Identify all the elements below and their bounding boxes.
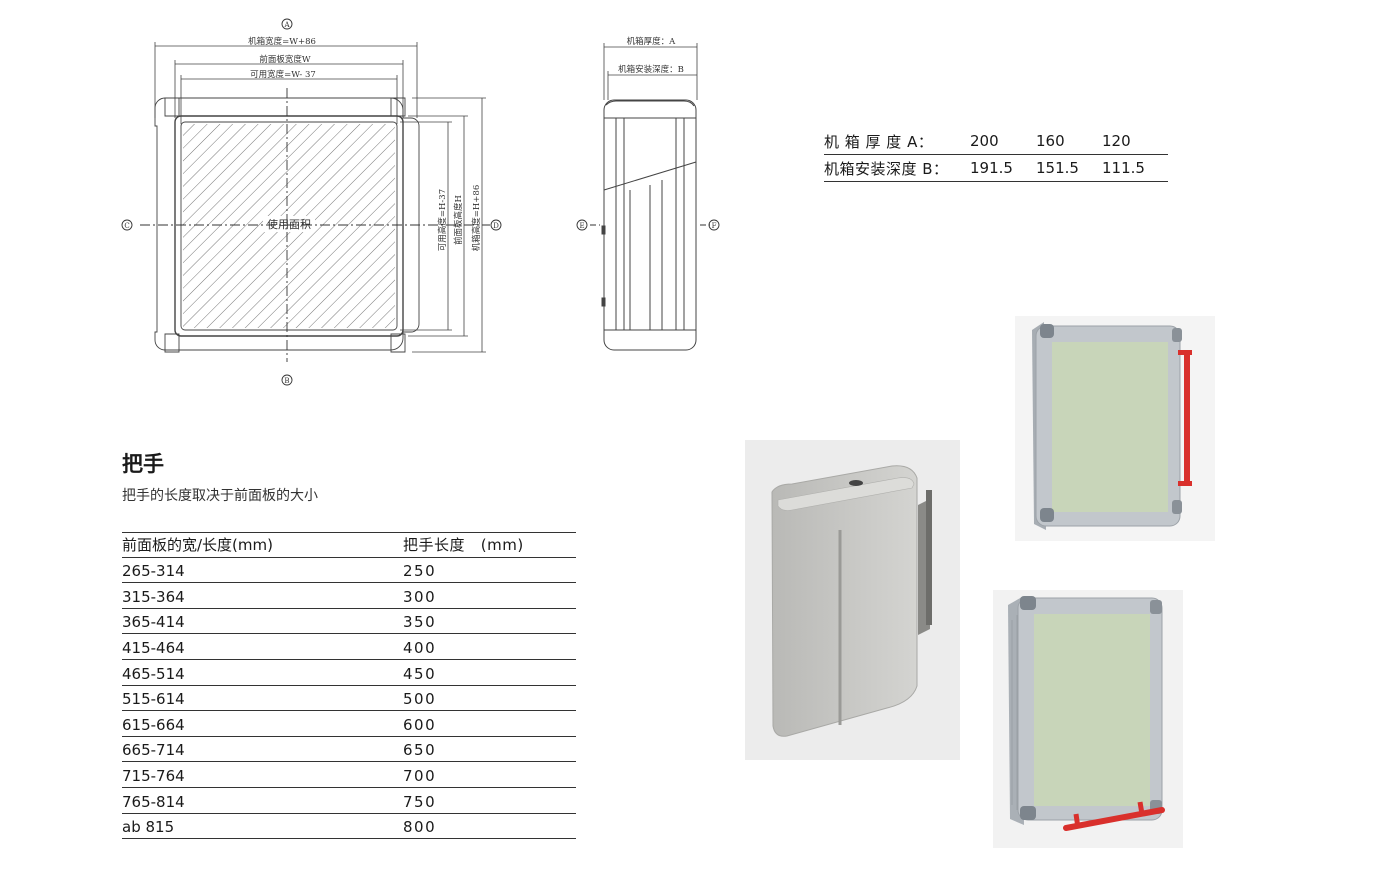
panel-size-cell: 715-764 bbox=[122, 766, 185, 785]
handle-length-cell: 650 bbox=[403, 741, 437, 760]
dim-usable-width: 可用宽度=W- 37 bbox=[250, 69, 316, 80]
table-row: 665-714 650 bbox=[122, 737, 576, 763]
depth-value: 111.5 bbox=[1102, 159, 1145, 177]
col-header-panel-size: 前面板的宽/长度(mm) bbox=[122, 535, 273, 554]
handle-subtitle: 把手的长度取决于前面板的大小 bbox=[122, 488, 318, 504]
table-row: ab 815 800 bbox=[122, 814, 576, 840]
table-row: 515-614 500 bbox=[122, 686, 576, 712]
depth-value: 191.5 bbox=[970, 159, 1013, 177]
table-header-row: 前面板的宽/长度(mm) 把手长度 (mm) bbox=[122, 532, 576, 558]
dim-case-height: 机箱高度=H+86 bbox=[471, 185, 482, 251]
dim-case-width: 机箱宽度=W+86 bbox=[248, 36, 316, 47]
table-row: 315-364 300 bbox=[122, 583, 576, 609]
dim-front-width: 前面板宽度W bbox=[259, 54, 311, 65]
marker-b: B bbox=[284, 377, 289, 385]
marker-e: E bbox=[579, 222, 584, 230]
depth-row: 机箱安装深度 B： 191.5 151.5 111.5 bbox=[824, 155, 1168, 182]
thickness-value: 160 bbox=[1036, 132, 1065, 150]
depth-label: 机箱安装深度 B： bbox=[824, 159, 949, 178]
handle-length-cell: 400 bbox=[403, 638, 437, 657]
handle-length-cell: 450 bbox=[403, 664, 437, 683]
table-row: 415-464 400 bbox=[122, 634, 576, 660]
marker-a: A bbox=[283, 21, 290, 29]
panel-vertical-handle-image bbox=[1015, 316, 1215, 541]
panel-size-cell: ab 815 bbox=[122, 818, 175, 837]
handle-length-table: 前面板的宽/长度(mm) 把手长度 (mm) 265-314 250 315-36… bbox=[122, 532, 576, 840]
panel-size-cell: 315-364 bbox=[122, 587, 185, 606]
marker-d: D bbox=[493, 222, 499, 230]
handle-length-cell: 300 bbox=[403, 587, 437, 606]
table-row: 465-514 450 bbox=[122, 660, 576, 686]
panel-size-cell: 515-614 bbox=[122, 690, 185, 709]
col-header-handle-length: 把手长度 (mm) bbox=[403, 535, 524, 554]
thickness-value: 200 bbox=[970, 132, 999, 150]
panel-size-cell: 765-814 bbox=[122, 792, 185, 811]
table-row: 615-664 600 bbox=[122, 711, 576, 737]
dim-case-thickness: 机箱厚度：A bbox=[627, 36, 677, 47]
thickness-label: 机 箱 厚 度 A： bbox=[824, 132, 934, 151]
thickness-value: 120 bbox=[1102, 132, 1131, 150]
side-view-drawing: 机箱厚度：A 机箱安装深度：B E F bbox=[576, 36, 720, 351]
thickness-row: 机 箱 厚 度 A： 200 160 120 bbox=[824, 128, 1168, 155]
handle-length-cell: 500 bbox=[403, 690, 437, 709]
usable-area-label: 使用面积 bbox=[267, 218, 311, 231]
depth-value: 151.5 bbox=[1036, 159, 1079, 177]
marker-c: C bbox=[124, 222, 129, 230]
dim-usable-height: 可用高度=H-37 bbox=[437, 189, 448, 251]
case-with-handle-image bbox=[745, 440, 960, 760]
panel-horizontal-handle-image bbox=[993, 590, 1183, 848]
table-row: 715-764 700 bbox=[122, 762, 576, 788]
dim-front-height: 前面板高度H bbox=[453, 195, 464, 245]
panel-size-cell: 365-414 bbox=[122, 613, 185, 632]
panel-size-cell: 665-714 bbox=[122, 741, 185, 760]
handle-length-cell: 350 bbox=[403, 613, 437, 632]
handle-title: 把手 bbox=[122, 452, 164, 476]
dim-install-depth: 机箱安装深度：B bbox=[618, 64, 684, 75]
panel-size-cell: 415-464 bbox=[122, 638, 185, 657]
front-view-drawing: 使用面积 机箱宽度=W+86 前面板宽度W 可用宽度=W- 37 可用高度=H-… bbox=[121, 18, 502, 386]
table-row: 265-314 250 bbox=[122, 558, 576, 584]
marker-f: F bbox=[712, 222, 717, 230]
panel-size-cell: 265-314 bbox=[122, 562, 185, 581]
handle-length-cell: 600 bbox=[403, 715, 437, 734]
handle-length-cell: 800 bbox=[403, 818, 437, 837]
case-dimension-table: 机 箱 厚 度 A： 200 160 120 机箱安装深度 B： 191.5 1… bbox=[824, 128, 1168, 182]
panel-size-cell: 465-514 bbox=[122, 664, 185, 683]
handle-length-cell: 700 bbox=[403, 766, 437, 785]
table-row: 365-414 350 bbox=[122, 609, 576, 635]
handle-length-cell: 750 bbox=[403, 792, 437, 811]
table-row: 765-814 750 bbox=[122, 788, 576, 814]
panel-size-cell: 615-664 bbox=[122, 715, 185, 734]
handle-length-cell: 250 bbox=[403, 562, 437, 581]
